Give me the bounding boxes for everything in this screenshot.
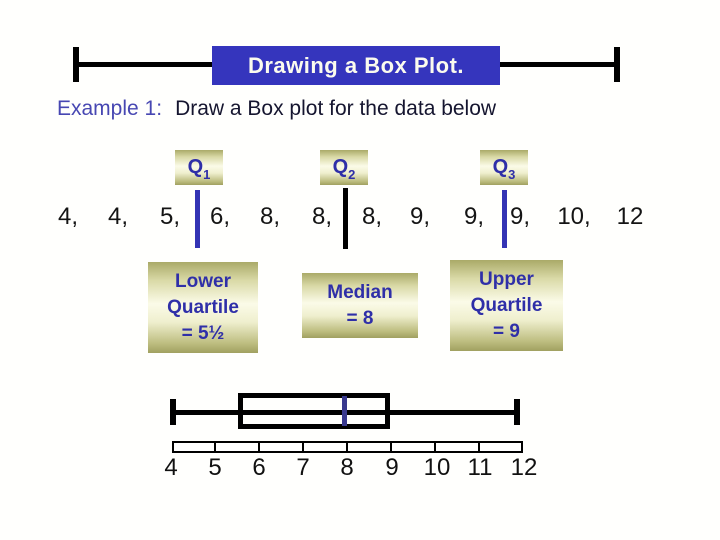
upper-quartile-value: = 9 [493, 320, 520, 342]
whisker-right-cap [514, 399, 520, 425]
axis-label: 5 [208, 454, 222, 481]
axis-label: 11 [467, 454, 493, 481]
scale-tick [478, 441, 480, 453]
data-value: 9, [409, 203, 431, 230]
data-value: 10, [557, 203, 591, 230]
upper-quartile-line2: Quartile [470, 294, 543, 316]
axis-label: 7 [296, 454, 310, 481]
axis-label: 4 [164, 454, 178, 481]
data-value: 12 [616, 203, 644, 230]
lower-quartile-value: = 5½ [181, 322, 225, 344]
median-value: = 8 [346, 307, 374, 329]
q2-marker-box: Q2 [320, 150, 368, 185]
scale-tick [258, 441, 260, 453]
lower-quartile-box: Lower Quartile = 5½ [148, 262, 258, 353]
title-banner: Drawing a Box Plot. [212, 46, 500, 85]
upper-quartile-box: Upper Quartile = 9 [450, 260, 563, 351]
median-divider-line [343, 188, 348, 249]
data-value: 6, [209, 203, 231, 230]
upper-quartile-line1: Upper [479, 268, 534, 290]
q1-label: Q1 [187, 156, 211, 182]
axis-label: 12 [510, 454, 538, 481]
data-value: 4, [57, 203, 79, 230]
data-value: 8, [361, 203, 383, 230]
example-text: Draw a Box plot for the data below [175, 97, 497, 120]
axis-label: 8 [340, 454, 354, 481]
q1-marker-box: Q1 [175, 150, 223, 185]
iqr-box [238, 393, 390, 429]
scale-tick [302, 441, 304, 453]
data-value: 9, [463, 203, 485, 230]
page-title: Drawing a Box Plot. [247, 52, 465, 78]
axis-label: 9 [385, 454, 399, 481]
data-value: 8, [311, 203, 333, 230]
data-value: 9, [509, 203, 531, 230]
q2-label: Q2 [332, 156, 356, 182]
scale-tick [214, 441, 216, 453]
example-label: Example 1: [57, 97, 163, 120]
scale-tick [346, 441, 348, 453]
title-rule-right-cap [614, 47, 620, 82]
q3-marker-box: Q3 [480, 150, 528, 185]
whisker-left-cap [170, 399, 176, 425]
scale-tick [434, 441, 436, 453]
data-value: 4, [107, 203, 129, 230]
median-line1: Median [327, 281, 393, 303]
lower-quartile-line2: Quartile [167, 296, 239, 318]
data-value: 5, [159, 203, 181, 230]
axis-label: 10 [423, 454, 451, 481]
example-line: Example 1: Draw a Box plot for the data b… [57, 97, 496, 121]
q1-divider-line [195, 190, 200, 248]
q3-label: Q3 [492, 156, 516, 182]
median-box: Median = 8 [302, 273, 418, 338]
lower-quartile-line1: Lower [175, 270, 231, 292]
median-marker-line [342, 396, 347, 426]
q3-divider-line [502, 190, 507, 248]
scale-tick [390, 441, 392, 453]
data-value: 8, [259, 203, 281, 230]
axis-label: 6 [252, 454, 266, 481]
